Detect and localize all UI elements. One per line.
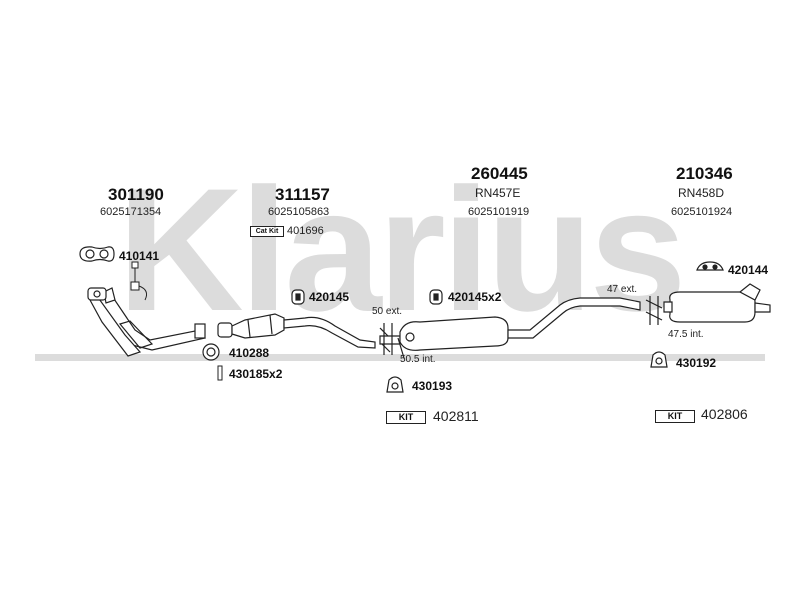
rubber-mount-icon	[429, 289, 443, 305]
sensor-icon	[130, 261, 147, 301]
oe-number-front-pipe: 6025171354	[100, 206, 162, 218]
joint-marker	[379, 323, 405, 359]
part-number-catalyst: 311157	[275, 185, 330, 204]
code-rear-silencer: RN458D	[678, 186, 725, 200]
bolt-icon	[217, 365, 223, 381]
watermark: Klarius	[117, 153, 682, 348]
dimension-label: 50.5 int.	[400, 354, 436, 365]
dimension-label: 47 ext.	[607, 284, 638, 295]
dimension-label: 47.5 int.	[668, 329, 704, 340]
kit-badge: KIT	[386, 411, 426, 424]
oe-number-catalyst: 6025105863	[268, 206, 330, 218]
accessory-420144[interactable]: 420144	[728, 263, 769, 277]
part-number-front-pipe: 301190	[108, 185, 164, 204]
watermark-underline	[35, 354, 765, 361]
oe-number-centre-silencer: 6025101919	[468, 206, 530, 218]
oe-number-rear-silencer: 6025101924	[671, 206, 733, 218]
rubber-mount-icon	[291, 289, 305, 305]
code-centre-silencer: RN457E	[475, 186, 521, 200]
hanger-icon	[386, 376, 404, 393]
accessory-410288[interactable]: 410288	[229, 346, 270, 360]
ring-gasket-icon	[202, 343, 220, 361]
kit-number-402806[interactable]: 402806	[701, 406, 748, 422]
gasket-icon	[79, 246, 115, 262]
front-pipe-drawing[interactable]	[87, 287, 206, 357]
part-number-centre-silencer: 260445	[471, 164, 528, 183]
joint-marker	[645, 296, 663, 325]
accessory-430185x2[interactable]: 430185x2	[229, 367, 283, 381]
kit-number-402811[interactable]: 402811	[433, 408, 479, 424]
accessory-430193[interactable]: 430193	[412, 379, 453, 393]
accessory-420145x2[interactable]: 420145x2	[448, 290, 502, 304]
rear-silencer-drawing[interactable]	[663, 283, 771, 323]
part-number-rear-silencer: 210346	[676, 164, 733, 183]
catalyst-drawing[interactable]	[217, 313, 376, 349]
cat-kit-number[interactable]: 401696	[287, 225, 324, 237]
cat-kit-badge: Cat Kit	[250, 226, 284, 237]
accessory-410141[interactable]: 410141	[119, 249, 160, 263]
kit-badge: KIT	[655, 410, 695, 423]
accessory-420145[interactable]: 420145	[309, 290, 350, 304]
rubber-strip-icon	[696, 261, 724, 271]
hanger-icon	[650, 351, 668, 368]
accessory-430192[interactable]: 430192	[676, 356, 717, 370]
dimension-label: 50 ext.	[372, 306, 403, 317]
